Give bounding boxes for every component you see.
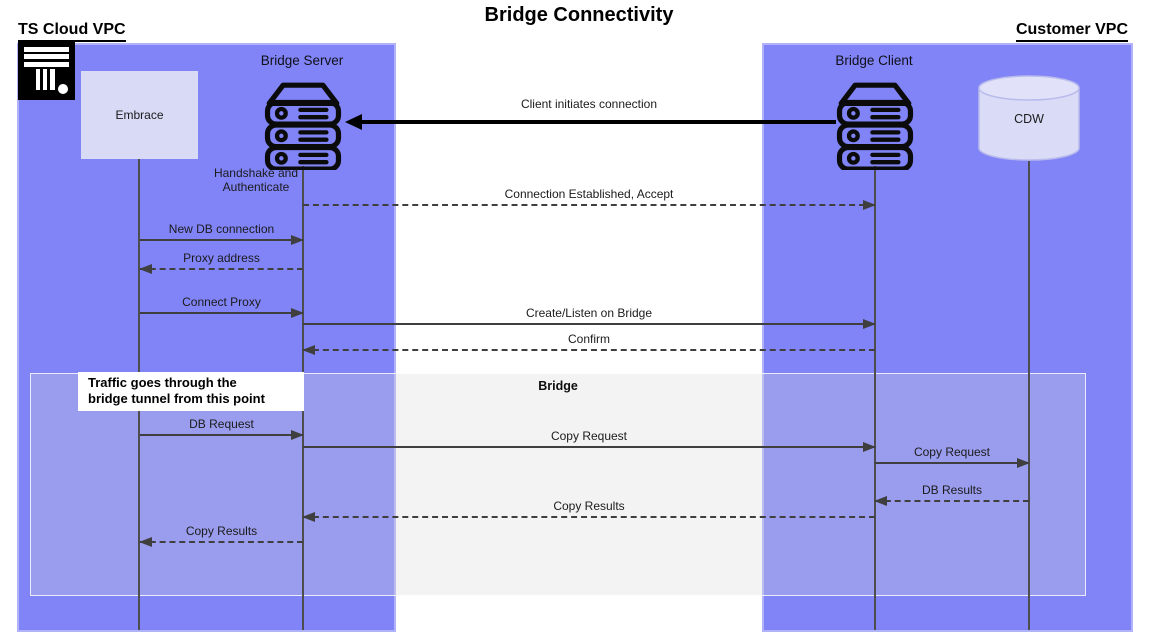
- arrow-head-right-icon: [863, 442, 876, 452]
- bridge-server-label: Bridge Server: [260, 53, 344, 68]
- arrow-head-right-icon: [291, 308, 304, 318]
- cdw-node: CDW: [977, 74, 1081, 162]
- bridge-server-icon: [264, 82, 342, 170]
- arrow-head-right-icon: [863, 319, 876, 329]
- arrow-head-left-icon: [139, 264, 152, 274]
- bridge-client-icon: [836, 82, 914, 170]
- message-confirm: Confirm: [302, 332, 875, 355]
- ts-cloud-vpc-region: [17, 43, 396, 632]
- bridge-client-label: Bridge Client: [835, 53, 913, 68]
- message-copy-results-bridge: Copy Results: [302, 499, 875, 522]
- right-region-header: Customer VPC: [1015, 21, 1128, 42]
- client-initiates-connection-label: Client initiates connection: [520, 97, 658, 111]
- arrow-head-left-icon: [302, 512, 315, 522]
- arrow-head-left-icon: [874, 496, 887, 506]
- thoughtspot-logo-icon: [18, 42, 75, 100]
- left-region-header: TS Cloud VPC: [18, 21, 126, 42]
- bridge-frame-label: Bridge: [538, 379, 578, 393]
- traffic-note-line2: bridge tunnel from this point: [88, 391, 265, 406]
- message-db-results: DB Results: [874, 483, 1029, 506]
- message-new-db-connection: New DB connection: [140, 222, 304, 245]
- traffic-note: Traffic goes through the bridge tunnel f…: [78, 372, 304, 411]
- arrow-head-left-icon: [302, 345, 315, 355]
- message-copy-request-cdw: Copy Request: [875, 445, 1030, 468]
- arrow-head-right-icon: [1017, 458, 1030, 468]
- arrow-head-right-icon: [863, 200, 876, 210]
- lifeline-bridge-client: [874, 166, 876, 630]
- handshake-authenticate-label: Handshake and Authenticate: [213, 166, 299, 194]
- diagram-title: Bridge Connectivity: [484, 4, 674, 26]
- cdw-label: CDW: [1014, 112, 1044, 126]
- embrace-node: Embrace: [81, 71, 198, 159]
- arrow-head-right-icon: [291, 235, 304, 245]
- client-initiates-connection-arrow: [345, 114, 836, 130]
- message-db-request: DB Request: [140, 417, 304, 440]
- embrace-label: Embrace: [115, 108, 164, 122]
- message-proxy-address: Proxy address: [139, 251, 303, 274]
- traffic-note-line1: Traffic goes through the: [88, 375, 237, 390]
- lifeline-cdw: [1028, 161, 1030, 630]
- message-copy-request-bridge: Copy Request: [303, 429, 876, 452]
- message-copy-results-embrace: Copy Results: [139, 524, 303, 547]
- arrow-head-left-icon: [139, 537, 152, 547]
- message-connect-proxy: Connect Proxy: [140, 295, 304, 318]
- arrow-head-right-icon: [291, 430, 304, 440]
- message-connection-established: Connection Established, Accept: [303, 187, 876, 210]
- database-icon: [978, 75, 1080, 161]
- arrow-head-left-icon: [345, 114, 362, 130]
- message-create-listen-bridge: Create/Listen on Bridge: [303, 306, 876, 329]
